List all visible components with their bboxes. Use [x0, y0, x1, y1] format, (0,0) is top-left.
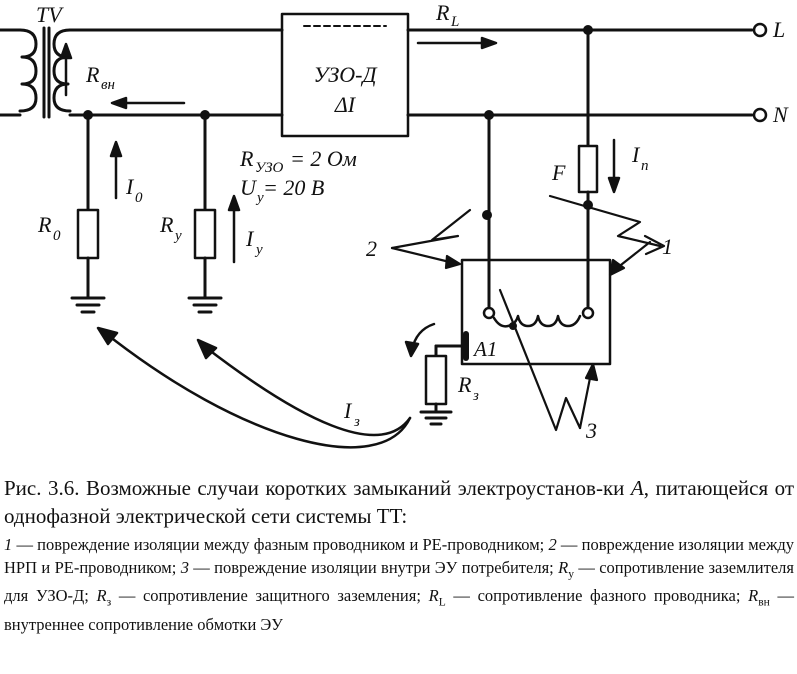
label-rl-sub: L	[450, 14, 459, 30]
caption-prefix-rest: , питающейся от однофазной электрической…	[4, 476, 795, 528]
legend-3-num: 3	[180, 557, 189, 577]
legend-rl-text: — сопротивление фазного проводника;	[445, 586, 741, 606]
fault-3-marker	[498, 288, 599, 432]
label-r0-sub: 0	[53, 228, 61, 244]
label-uy-value: = 20 В	[263, 175, 324, 200]
iz-return-arrows	[96, 326, 412, 449]
legend-3-text: — повреждение изоляции внутри ЭУ потреби…	[188, 557, 554, 577]
terminal-n	[752, 107, 768, 123]
label-rcd: УЗО-Д ΔI	[314, 62, 378, 117]
label-ry-sub: y	[173, 228, 182, 244]
ry-ground-branch	[187, 113, 223, 314]
transformer-tv	[0, 26, 72, 119]
label-r-uzo-main: R	[239, 146, 254, 171]
label-uy-main: U	[240, 175, 258, 200]
label-rvn-sub: вн	[101, 77, 115, 93]
label-i0-main: I	[125, 174, 135, 199]
legend-rvn-sub: вн	[758, 596, 770, 609]
label-iz-sub: з	[353, 414, 360, 430]
r0-ground-branch	[70, 113, 106, 314]
label-rl-main: R	[435, 0, 450, 25]
legend-2-text: — повреждение изоляции между НРП и PE-пр…	[4, 535, 794, 577]
i0-arrow	[109, 140, 123, 200]
caption-prefix: Рис. 3.6. Возможные случаи коротких замы…	[4, 476, 631, 500]
rz-current-arrow	[404, 322, 436, 358]
legend-1-num: 1	[4, 535, 13, 554]
label-iz: I з	[343, 398, 360, 430]
legend-rz-sub: з	[106, 596, 112, 609]
label-rcd-params: R УЗО = 2 Ом U y = 20 В	[239, 146, 357, 206]
rz-ground-branch	[419, 334, 468, 426]
legend-ry-sym: R	[558, 557, 569, 577]
label-a1: A1	[472, 337, 497, 361]
label-rcd-name: УЗО-Д	[314, 62, 378, 87]
label-ry: R y	[159, 212, 182, 244]
label-fault-2: 2	[366, 236, 377, 261]
figure-caption: Рис. 3.6. Возможные случаи коротких замы…	[4, 474, 794, 637]
label-in-sub: п	[641, 158, 649, 174]
label-iy-main: I	[245, 226, 255, 251]
label-r-uzo-value: = 2 Ом	[290, 146, 357, 171]
label-tv: TV	[36, 2, 64, 27]
fault-1-marker	[548, 194, 666, 277]
legend-1-text: — повреждение изоляции между фазным пров…	[12, 535, 545, 554]
label-rvn: R вн	[85, 62, 115, 93]
caption-legend: 1 — повреждение изоляции между фазным пр…	[4, 534, 794, 637]
label-in: I п	[631, 142, 649, 174]
legend-rvn-text: — внутреннее сопротивление обмотки ЭУ	[4, 586, 794, 635]
legend-rz-sym: R	[96, 586, 107, 606]
label-rz-main: R	[457, 372, 472, 397]
label-rz: R з	[457, 372, 479, 404]
label-terminal-n: N	[772, 102, 789, 127]
legend-ry-text: — сопротивление заземлителя для УЗО-Д;	[4, 557, 794, 606]
circuit-diagram: TV УЗО-Д ΔI R L R вн L N R 0 I 0 R y I y…	[0, 0, 789, 449]
label-fuse: F	[551, 160, 566, 185]
label-ry-main: R	[159, 212, 174, 237]
label-rl: R L	[435, 0, 459, 30]
terminal-l	[752, 22, 768, 38]
label-rcd-delta: ΔI	[334, 92, 357, 117]
label-r0: R 0	[37, 212, 61, 244]
current-arrows-wires	[59, 36, 498, 110]
label-rz-sub: з	[472, 388, 479, 404]
iy-arrow	[227, 194, 241, 264]
label-rvn-main: R	[85, 62, 100, 87]
label-iz-main: I	[343, 398, 353, 423]
caption-title: Рис. 3.6. Возможные случаи коротких замы…	[4, 474, 794, 530]
label-iy-sub: y	[254, 242, 263, 258]
legend-rl-sub: L	[438, 596, 446, 609]
label-in-main: I	[631, 142, 641, 167]
legend-ry-sub: y	[568, 567, 574, 580]
equipment-enclosure	[460, 258, 612, 366]
legend-rl-sym: R	[428, 586, 439, 606]
label-r0-main: R	[37, 212, 52, 237]
label-i0-sub: 0	[135, 190, 143, 206]
label-r-uzo-sub: УЗО	[255, 160, 284, 176]
label-iy: I y	[245, 226, 263, 258]
rcd-box	[280, 12, 410, 138]
label-fault-3: 3	[585, 418, 597, 443]
legend-rz-text: — сопротивление защитного заземления;	[111, 586, 421, 606]
fuse-branch	[577, 28, 599, 312]
junction-dots	[83, 25, 593, 220]
legend-rvn-sym: R	[748, 586, 759, 606]
label-terminal-l: L	[772, 17, 785, 42]
label-fault-1: 1	[662, 234, 673, 259]
load-winding	[482, 306, 595, 330]
in-arrow	[607, 138, 621, 194]
label-i0: I 0	[125, 174, 143, 206]
fault-2-marker	[390, 208, 472, 270]
label-uy-sub: y	[255, 190, 264, 206]
legend-2-num: 2	[548, 535, 557, 554]
caption-prefix-var: А	[630, 476, 644, 500]
